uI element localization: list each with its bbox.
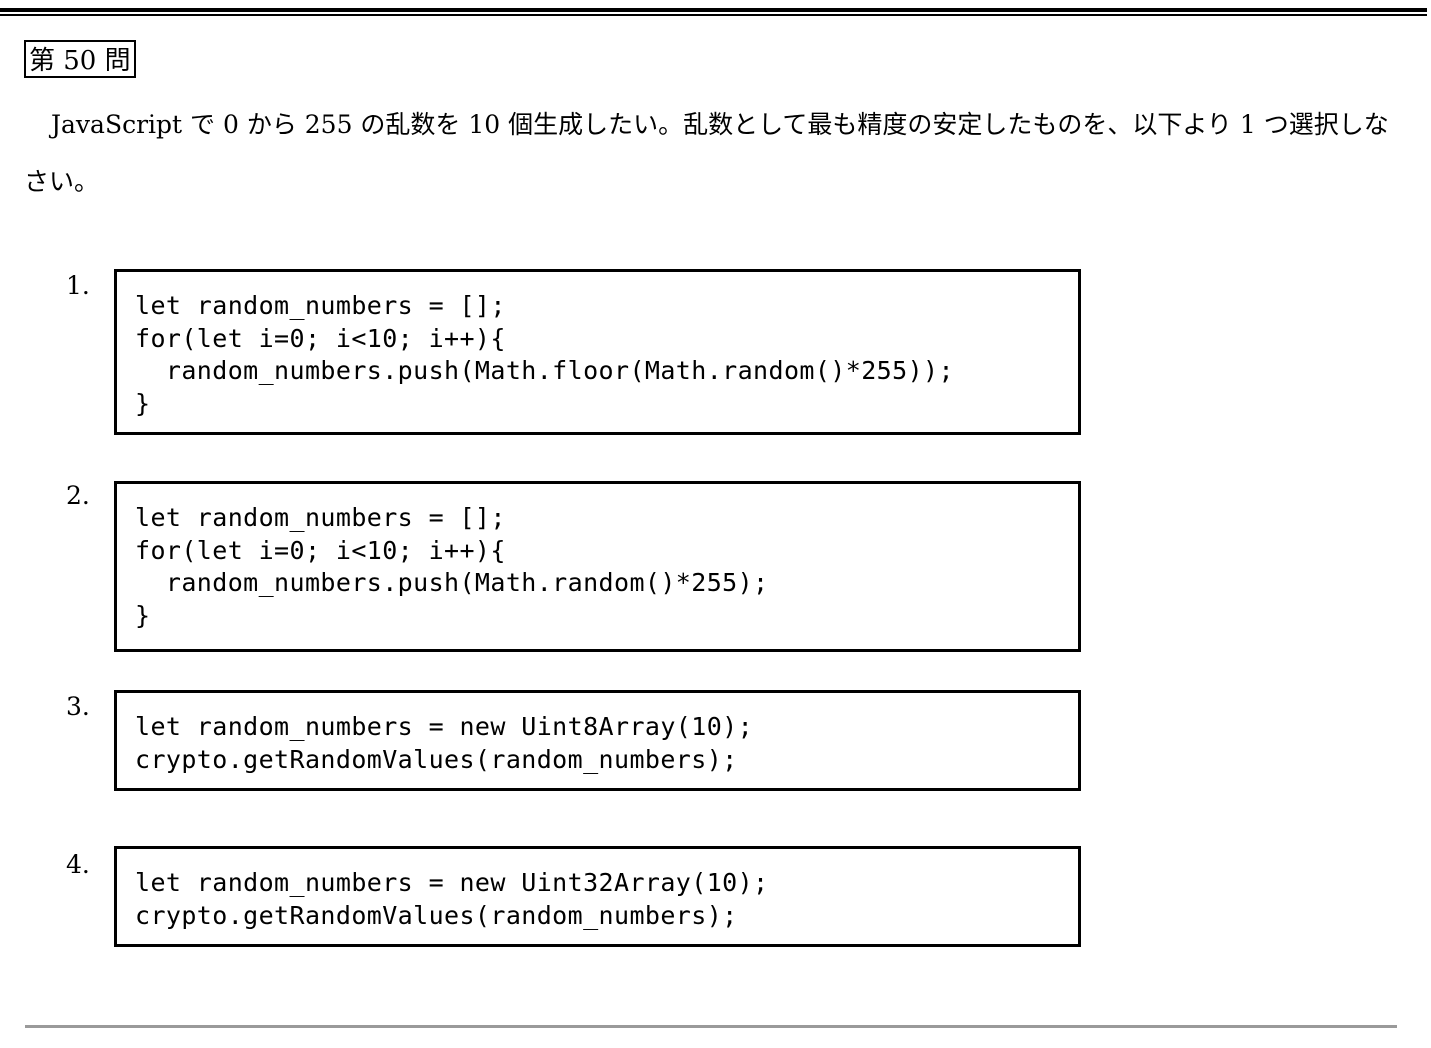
code-line: let random_numbers = []; — [135, 503, 506, 532]
choice-1-label: 1. — [66, 271, 90, 300]
choice-2-label: 2. — [66, 481, 90, 510]
code-line: } — [135, 388, 151, 418]
choice-3-label: 3. — [66, 692, 90, 721]
choice-3-code-box: let random_numbers = new Uint8Array(10);… — [114, 690, 1081, 791]
choice-2-code-box: let random_numbers = []; for(let i=0; i<… — [114, 481, 1081, 652]
code-line: random_numbers.push(Math.random()*255); — [135, 568, 769, 597]
code-line: for(let i=0; i<10; i++){ — [135, 323, 506, 353]
code-line: } — [135, 600, 151, 630]
choice-4-code-box: let random_numbers = new Uint32Array(10)… — [114, 846, 1081, 947]
header-rule-thick — [0, 8, 1427, 12]
code-line: random_numbers.push(Math.floor(Math.rand… — [135, 356, 954, 385]
code-line: let random_numbers = []; — [135, 291, 506, 320]
code-line: crypto.getRandomValues(random_numbers); — [135, 744, 738, 774]
question-number: 第 50 問 — [24, 40, 136, 78]
footer-rule — [25, 1025, 1397, 1028]
header-rule-thin — [0, 14, 1427, 16]
code-line: for(let i=0; i<10; i++){ — [135, 535, 506, 565]
code-line: let random_numbers = new Uint32Array(10)… — [135, 868, 769, 897]
code-line: let random_numbers = new Uint8Array(10); — [135, 712, 754, 741]
choice-4-label: 4. — [66, 850, 90, 879]
question-text: JavaScript で 0 から 255 の乱数を 10 個生成したい。乱数と… — [24, 110, 1389, 196]
code-line: crypto.getRandomValues(random_numbers); — [135, 900, 738, 930]
choice-1-code-box: let random_numbers = []; for(let i=0; i<… — [114, 269, 1081, 435]
